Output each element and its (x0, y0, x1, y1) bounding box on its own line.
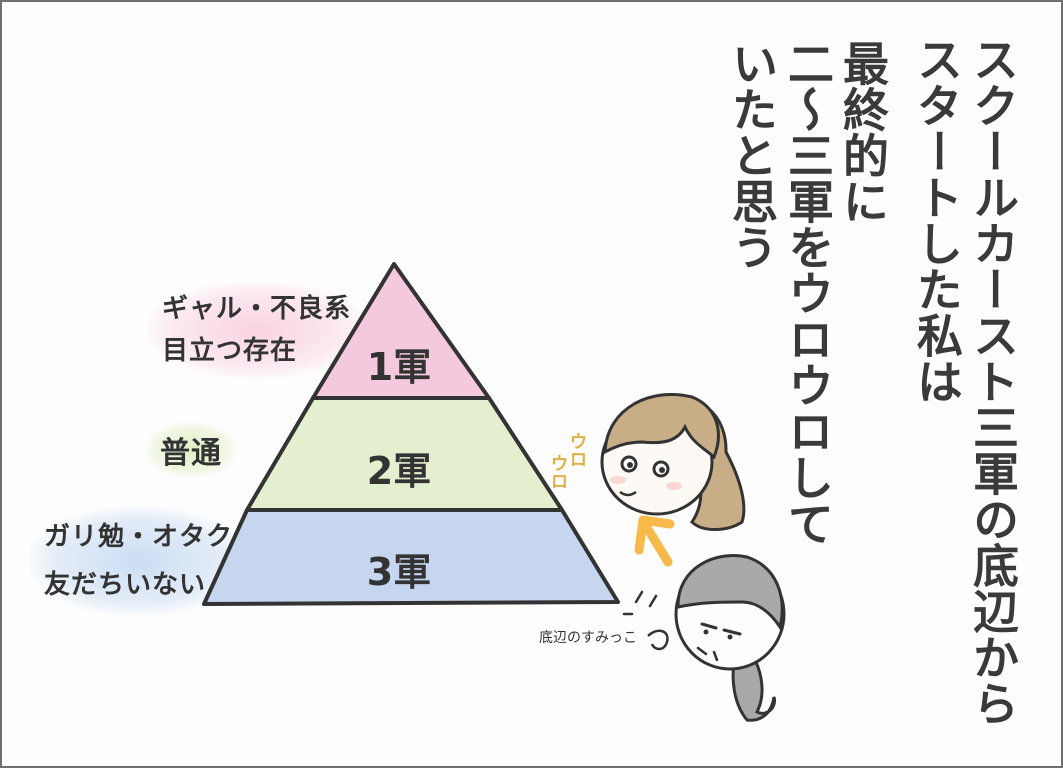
narration-line-4: 二～三軍をウロウロして (781, 40, 835, 546)
tier2-description: 普通 (146, 422, 236, 478)
up-arrow-icon (634, 515, 675, 567)
tier3-band (202, 508, 620, 606)
narration-line-3: 最終的に (836, 40, 890, 224)
sfx-uro-2: ウロ (548, 454, 569, 490)
tier1-label: 1軍 (367, 345, 431, 389)
wandering-girl (600, 392, 746, 531)
narration-line-2: スタートした私は (910, 36, 964, 404)
sfx-uro-1: ウロ (567, 432, 588, 468)
narration-line-1: スクールカースト三軍の底辺から (966, 36, 1020, 726)
tier1-desc-line2: 目立つ存在 (162, 336, 298, 366)
tier1-description: ギャル・不良系 目立つ存在 (148, 282, 366, 378)
tier3-label: 3軍 (367, 550, 431, 594)
tier2-label: 2軍 (367, 449, 431, 493)
bottom-corner-caption: 底辺のすみっこ (539, 630, 637, 646)
tier3-desc-line2: 友だちいない (44, 570, 207, 600)
tier3-desc-line1: ガリ勉・オタク (44, 522, 234, 552)
narration-line-5: いたと思う (725, 40, 779, 270)
tier1-desc-line1: ギャル・不良系 (162, 294, 352, 324)
bottom-corner-girl (622, 554, 786, 722)
